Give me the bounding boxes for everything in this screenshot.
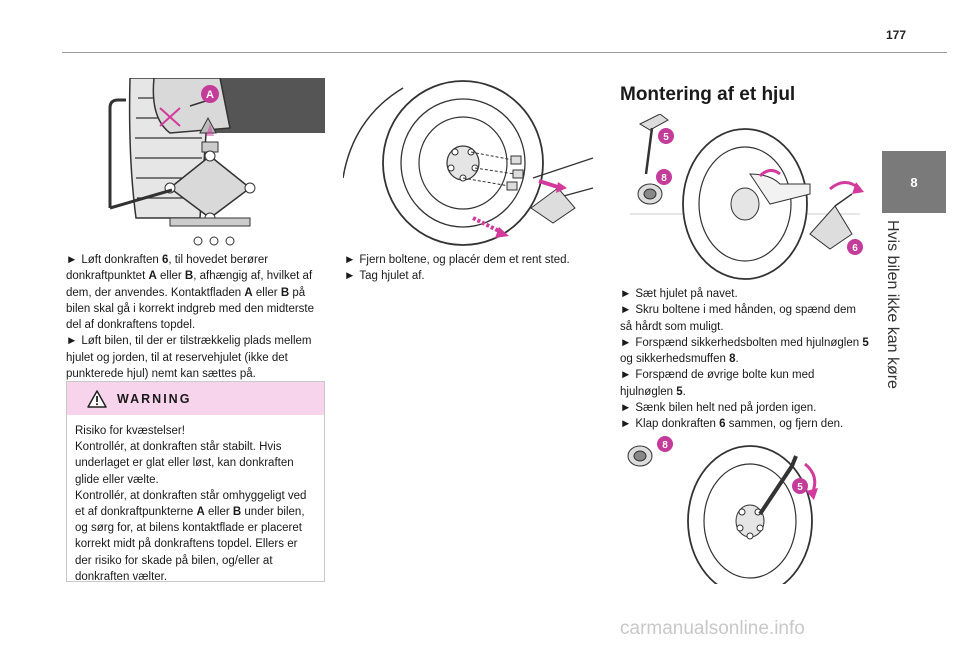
callout-A: A	[206, 89, 214, 101]
warning-triangle-icon	[87, 389, 107, 408]
col1-text: ►Løft donkraften 6, til hovedet berører …	[66, 252, 328, 382]
col1-step-2: ►Løft bilen, til der er tilstrækkelig pl…	[66, 335, 312, 381]
chapter-title: Hvis bilen ikke kan køre	[884, 220, 901, 389]
warning-box: WARNING Risiko for kvæstelser! Kontrollé…	[66, 381, 325, 585]
col3-step-2: ►Skru boltene i med hånden, og spænd dem…	[620, 304, 856, 333]
col3-text: ►Sæt hjulet på navet. ►Skru boltene i me…	[620, 286, 870, 433]
col2-step-1: ►Fjern boltene, og placér dem et rent st…	[344, 254, 570, 266]
warning-line-2: Kontrollér, at donkraften står stabilt. …	[75, 441, 294, 486]
callout-8-lower: 8	[662, 440, 668, 451]
figure-mount-wheel: 5 8 6	[630, 114, 864, 280]
page-number: 177	[885, 28, 906, 42]
callout-8: 8	[661, 173, 667, 184]
warning-header: WARNING	[67, 382, 324, 415]
col2-step-2: ►Tag hjulet af.	[344, 270, 425, 283]
watermark: carmanualsonline.info	[620, 618, 805, 639]
chapter-title-vertical: Hvis bilen ikke kan køre	[870, 220, 950, 480]
col3-step-3: ►Forspænd sikkerhedsbolten med hjulnøgle…	[620, 336, 869, 366]
warning-line-1: Risiko for kvæstelser!	[75, 425, 185, 437]
figure-tighten-bolts: 8 5	[627, 436, 818, 584]
warning-body: Risiko for kvæstelser! Kontrollér, at do…	[67, 415, 324, 585]
col1-step-1: ►Løft donkraften 6, til hovedet berører …	[66, 254, 315, 332]
chapter-tab[interactable]: 8	[882, 151, 946, 213]
col3-step-5: ►Sænk bilen helt ned på jorden igen.	[620, 402, 817, 415]
col3-step-1: ►Sæt hjulet på navet.	[620, 288, 738, 300]
col3-step-6: ►Klap donkraften 6 sammen, og fjern den.	[620, 418, 844, 431]
section-heading: Montering af et hjul	[620, 84, 796, 105]
callout-5: 5	[663, 132, 669, 143]
warning-line-3: Kontrollér, at donkraften står omhyggeli…	[75, 489, 307, 583]
header-rule	[62, 52, 947, 53]
figure-jack-lift: A	[90, 78, 325, 248]
warning-title: WARNING	[117, 391, 192, 406]
figure-remove-bolts	[343, 80, 594, 246]
col3-step-4: ►Forspænd de øvrige bolte kun med hjulnø…	[620, 369, 815, 398]
callout-6: 6	[852, 243, 858, 254]
col2-text: ►Fjern boltene, og placér dem et rent st…	[344, 252, 599, 285]
callout-5-lower: 5	[797, 482, 803, 493]
